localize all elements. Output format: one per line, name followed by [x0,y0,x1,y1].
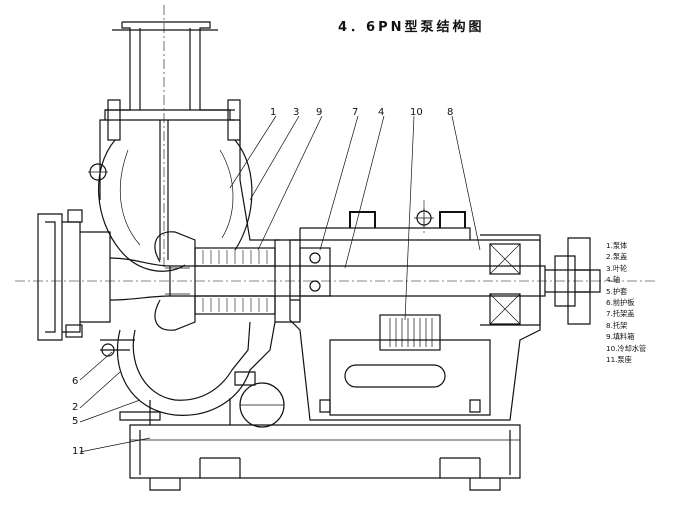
legend-item: 11.泵座 [606,355,632,365]
legend-item: 7.托架盖 [606,309,635,319]
callout-6: 6 [72,376,79,387]
legend-item: 1.泵体 [606,241,628,250]
pump-body [88,21,280,272]
legend-item: 3.叶轮 [606,263,628,273]
callout-9: 9 [316,107,323,118]
impeller-and-volute [100,231,285,428]
legend-item: 10.冷却水管 [606,343,647,353]
callout-8: 8 [447,107,454,118]
stuffing-box [194,239,301,323]
legend-item: 9.填料箱 [606,332,635,342]
callout-3: 3 [293,107,300,118]
callout-2: 2 [72,402,79,413]
callout-leaders [79,115,481,453]
callout-4: 4 [378,107,385,118]
callout-1: 1 [270,107,277,118]
bearings [299,243,521,325]
callout-10: 10 [410,107,423,118]
callout-5: 5 [72,416,79,427]
diagram-title: 4．6PN型泵结构图 [338,20,485,35]
suction-inlet [37,209,111,341]
callout-7: 7 [352,107,359,118]
pump-base [129,424,521,491]
legend-item: 2.泵盖 [606,252,628,262]
cooling-water-coil [389,318,433,347]
legend-item: 5.护套 [606,286,628,296]
legend-item: 4.轴 [606,275,621,285]
legend-item: 8.托架 [606,320,628,330]
parts-legend: 1.泵体 2.泵盖 3.叶轮 4.轴 5.护套 6.前护板 7.托架盖 8.托架… [606,240,646,365]
callout-11: 11 [72,446,85,457]
legend-item: 6.前护板 [606,298,635,308]
center-lines [15,5,655,282]
bearing-frame [289,208,541,421]
